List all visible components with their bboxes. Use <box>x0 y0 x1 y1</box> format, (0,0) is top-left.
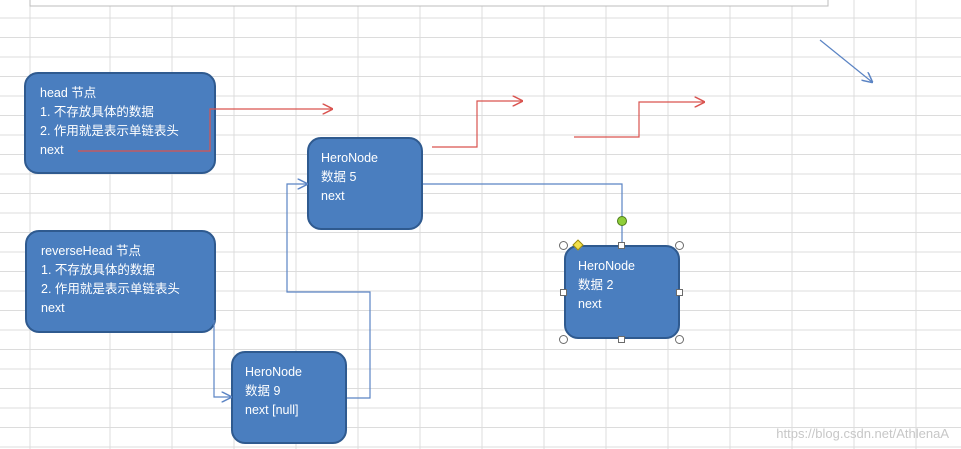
connector-hero-9-to-hero-5[interactable] <box>286 184 371 399</box>
selection-handle-bottom-right[interactable] <box>675 335 684 344</box>
connector-hero-5-to-hero-2[interactable] <box>423 183 623 245</box>
selection-handle-bottom[interactable] <box>618 336 625 343</box>
hero-node-2-data: 数据 2 <box>578 278 614 292</box>
head-node-line-2: 2. 作用就是表示单链表头 <box>40 124 179 138</box>
head-node-line-1: 1. 不存放具体的数据 <box>40 105 154 119</box>
hero-node-5-data: 数据 5 <box>321 170 357 184</box>
hero-node-5-next: next <box>321 189 345 203</box>
hero-node-2-title: HeroNode <box>578 259 635 273</box>
reverse-head-node-title: reverseHead 节点 <box>41 244 142 258</box>
connector-blue-diagonal[interactable] <box>819 39 872 82</box>
hero-node-9-next: next [null] <box>245 403 299 417</box>
hero-node-5-title: HeroNode <box>321 151 378 165</box>
selection-handle-bottom-left[interactable] <box>559 335 568 344</box>
hero-node-9-title: HeroNode <box>245 365 302 379</box>
selection-handle-right[interactable] <box>676 289 683 296</box>
hero-node-5[interactable]: HeroNode 数据 5 next <box>307 137 423 230</box>
rotate-handle-icon[interactable] <box>617 216 627 226</box>
head-node[interactable]: head 节点 1. 不存放具体的数据 2. 作用就是表示单链表头 next <box>24 72 216 174</box>
connector-head-next[interactable] <box>78 109 332 152</box>
selection-handle-top-left[interactable] <box>559 241 568 250</box>
hero-node-9-data: 数据 9 <box>245 384 281 398</box>
selection-handle-top[interactable] <box>618 242 625 249</box>
head-node-title: head 节点 <box>40 86 97 100</box>
reverse-head-node-line-2: 2. 作用就是表示单链表头 <box>41 282 180 296</box>
reverse-head-node-next: next <box>41 301 65 315</box>
head-node-next: next <box>40 143 64 157</box>
connector-red-step-1[interactable] <box>432 101 522 148</box>
reverse-head-node-line-1: 1. 不存放具体的数据 <box>41 263 155 277</box>
connector-red-step-2[interactable] <box>574 102 704 138</box>
connector-reverse-head-to-hero-9[interactable] <box>213 320 231 397</box>
selection-handle-top-right[interactable] <box>675 241 684 250</box>
watermark: https://blog.csdn.net/AthlenaA <box>776 426 949 441</box>
selection-handle-left[interactable] <box>560 289 567 296</box>
hero-node-2-next: next <box>578 297 602 311</box>
reverse-head-node[interactable]: reverseHead 节点 1. 不存放具体的数据 2. 作用就是表示单链表头… <box>25 230 216 333</box>
